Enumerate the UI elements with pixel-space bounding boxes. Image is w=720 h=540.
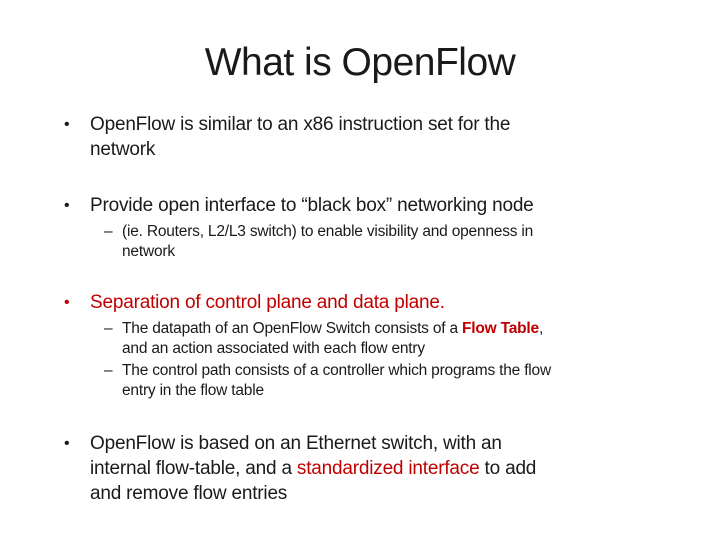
sub-bullet-text: The control path consists of a controlle…: [122, 361, 684, 401]
sub-bullet-item-3a: – The datapath of an OpenFlow Switch con…: [104, 319, 684, 359]
bullet-1-line-2: network: [90, 139, 156, 160]
sub-bullet-2a-line-2: network: [122, 243, 175, 260]
bullet-item-2: • Provide open interface to “black box” …: [64, 193, 684, 218]
sub-bullet-item-2a: – (ie. Routers, L2/L3 switch) to enable …: [104, 222, 684, 262]
sub-bullet-3b-line-2: entry in the flow table: [122, 382, 264, 399]
flow-table-highlight: Flow Table: [462, 320, 539, 337]
bullet-marker: •: [64, 116, 70, 133]
bullet-item-3: • Separation of control plane and data p…: [64, 290, 684, 315]
sub-bullet-3a-line-1-post: ,: [538, 320, 544, 337]
sub-bullet-2a-line-1: (ie. Routers, L2/L3 switch) to enable vi…: [122, 223, 534, 240]
sub-bullet-3a-line-2: and an action associated with each flow …: [122, 340, 425, 357]
bullet-2-line-1: Provide open interface to “black box” ne…: [90, 195, 534, 216]
slide-title: What is OpenFlow: [204, 41, 516, 84]
bullet-4-line-3: and remove flow entries: [90, 483, 288, 504]
bullet-text: Separation of control plane and data pla…: [90, 290, 684, 315]
standardized-interface-highlight: standardized interface: [296, 458, 480, 479]
bullet-marker: •: [64, 294, 70, 311]
slide-body: • OpenFlow is similar to an x86 instruct…: [64, 112, 684, 506]
bullet-text: OpenFlow is similar to an x86 instructio…: [90, 112, 684, 162]
bullet-marker: •: [64, 435, 70, 452]
bullet-item-4: • OpenFlow is based on an Ethernet switc…: [64, 431, 684, 506]
sub-bullet-item-3b: – The control path consists of a control…: [104, 361, 684, 401]
bullet-1-line-1: OpenFlow is similar to an x86 instructio…: [90, 114, 511, 135]
bullet-4-line-2-pre: internal flow-table, and a: [90, 458, 297, 479]
sub-bullet-3b-line-1: The control path consists of a controlle…: [122, 362, 551, 379]
bullet-marker: •: [64, 197, 70, 214]
dash-marker: –: [104, 223, 113, 240]
sub-bullet-text: The datapath of an OpenFlow Switch consi…: [122, 319, 684, 359]
sub-bullet-text: (ie. Routers, L2/L3 switch) to enable vi…: [122, 222, 684, 262]
bullet-4-line-2-post: to add: [479, 458, 537, 479]
dash-marker: –: [104, 320, 113, 337]
bullet-text: OpenFlow is based on an Ethernet switch,…: [90, 431, 684, 506]
dash-marker: –: [104, 362, 113, 379]
bullet-item-1: • OpenFlow is similar to an x86 instruct…: [64, 112, 684, 162]
bullet-text: Provide open interface to “black box” ne…: [90, 193, 684, 218]
bullet-4-line-1: OpenFlow is based on an Ethernet switch,…: [90, 433, 502, 454]
sub-bullet-3a-line-1-pre: The datapath of an OpenFlow Switch consi…: [122, 320, 463, 337]
bullet-3-line-1: Separation of control plane and data pla…: [90, 292, 445, 313]
